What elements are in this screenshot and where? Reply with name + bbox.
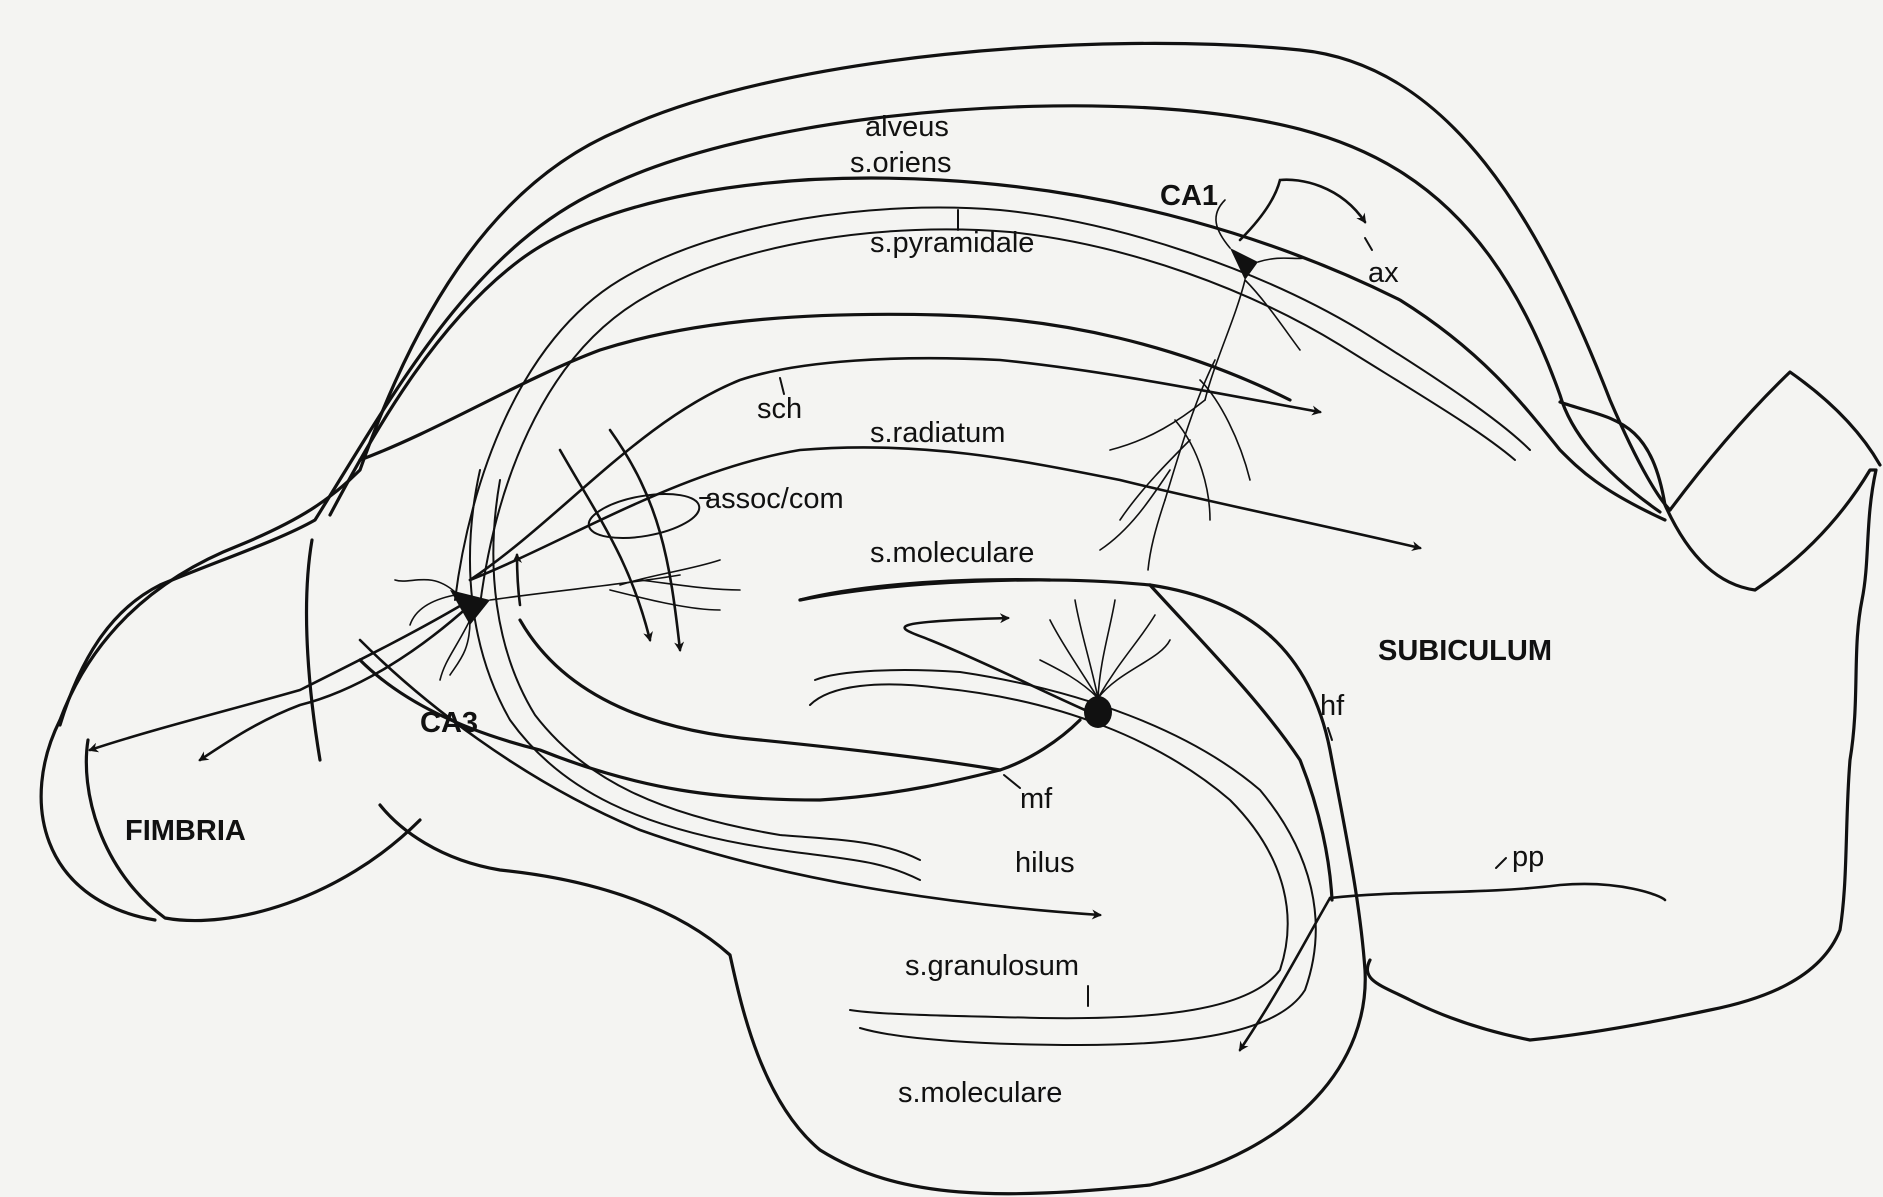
perforant-path xyxy=(1330,884,1665,900)
label-s-granulosum: s.granulosum xyxy=(905,950,1079,982)
perforant-path-branch xyxy=(1240,898,1330,1050)
label-s-moleculare-lower: s.moleculare xyxy=(898,1077,1062,1109)
label-sch: sch xyxy=(757,393,802,425)
dentate-outer xyxy=(380,580,1365,1194)
ca3-pyramidal-neuron xyxy=(395,560,740,680)
label-hilus: hilus xyxy=(1015,847,1075,879)
label-s-oriens: s.oriens xyxy=(850,147,952,179)
pp-pointer xyxy=(1496,858,1506,868)
label-alveus: alveus xyxy=(865,111,949,143)
ca3-hilus-upper xyxy=(520,620,1000,770)
assoc-com-fibre-2 xyxy=(610,430,680,650)
label-mf: mf xyxy=(1020,783,1053,815)
label-s-pyramidale: s.pyramidale xyxy=(870,227,1034,259)
ca1-axon xyxy=(1240,180,1365,240)
subiculum-notch xyxy=(1670,372,1880,510)
assoc-com-loop xyxy=(585,487,702,546)
ca3-axon-fimbria-1 xyxy=(90,600,470,750)
ax-pointer xyxy=(1365,238,1372,250)
label-ca3: CA3 xyxy=(420,707,478,739)
label-hf: hf xyxy=(1320,690,1345,722)
label-s-radiatum: s.radiatum xyxy=(870,417,1005,449)
fimbria-boundary xyxy=(307,540,320,760)
granule-cell-neuron xyxy=(1040,600,1170,728)
label-pp: pp xyxy=(1512,841,1544,873)
label-s-moleculare-upper: s.moleculare xyxy=(870,537,1034,569)
sch-pointer xyxy=(780,378,784,394)
hilus-fibre xyxy=(360,640,1100,915)
label-assoc-com: assoc/com xyxy=(705,483,844,515)
label-ax: ax xyxy=(1368,257,1399,289)
ca3-band-inner xyxy=(493,480,920,860)
subiculum-upper-outline xyxy=(1560,402,1875,590)
mf-pointer xyxy=(1004,775,1020,788)
label-fimbria: FIMBRIA xyxy=(125,815,246,847)
ca3-band-outer xyxy=(470,470,920,880)
label-subiculum: SUBICULUM xyxy=(1378,635,1552,667)
radiatum-boundary xyxy=(360,314,1290,460)
assoc-com-fibre-1 xyxy=(560,450,650,640)
hippocampal-fissure xyxy=(1150,585,1332,900)
alveus-line xyxy=(60,106,1660,725)
ca3-axon-up xyxy=(517,555,520,605)
label-ca1: CA1 xyxy=(1160,180,1218,212)
dentate-moleculare-top xyxy=(800,580,1050,600)
